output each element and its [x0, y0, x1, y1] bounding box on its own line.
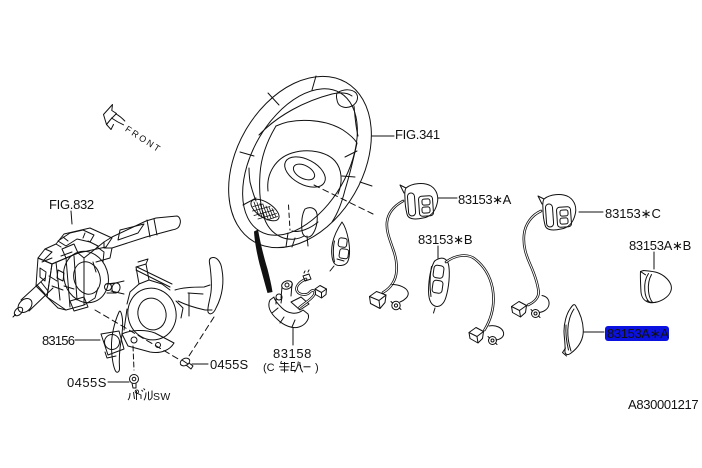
svg-text:83153∗C: 83153∗C [605, 206, 661, 221]
svg-text:83156: 83156 [42, 333, 75, 348]
svg-text:FIG.832: FIG.832 [49, 197, 94, 212]
svg-text:83153A∗A: 83153A∗A [607, 326, 669, 341]
svg-text:83158: 83158 [273, 346, 312, 361]
svg-text:83153A∗B: 83153A∗B [629, 238, 691, 253]
svg-text:83153∗A: 83153∗A [458, 192, 512, 207]
svg-text:SW: SW [153, 391, 171, 403]
svg-text:0455S: 0455S [67, 375, 107, 390]
svg-text:0455S: 0455S [210, 357, 249, 372]
svg-text:FIG.341: FIG.341 [395, 127, 440, 142]
svg-text:83153∗B: 83153∗B [418, 232, 472, 247]
svg-text:A830001217: A830001217 [628, 397, 698, 412]
svg-text:): ) [315, 362, 319, 374]
svg-text:(C: (C [263, 362, 275, 374]
